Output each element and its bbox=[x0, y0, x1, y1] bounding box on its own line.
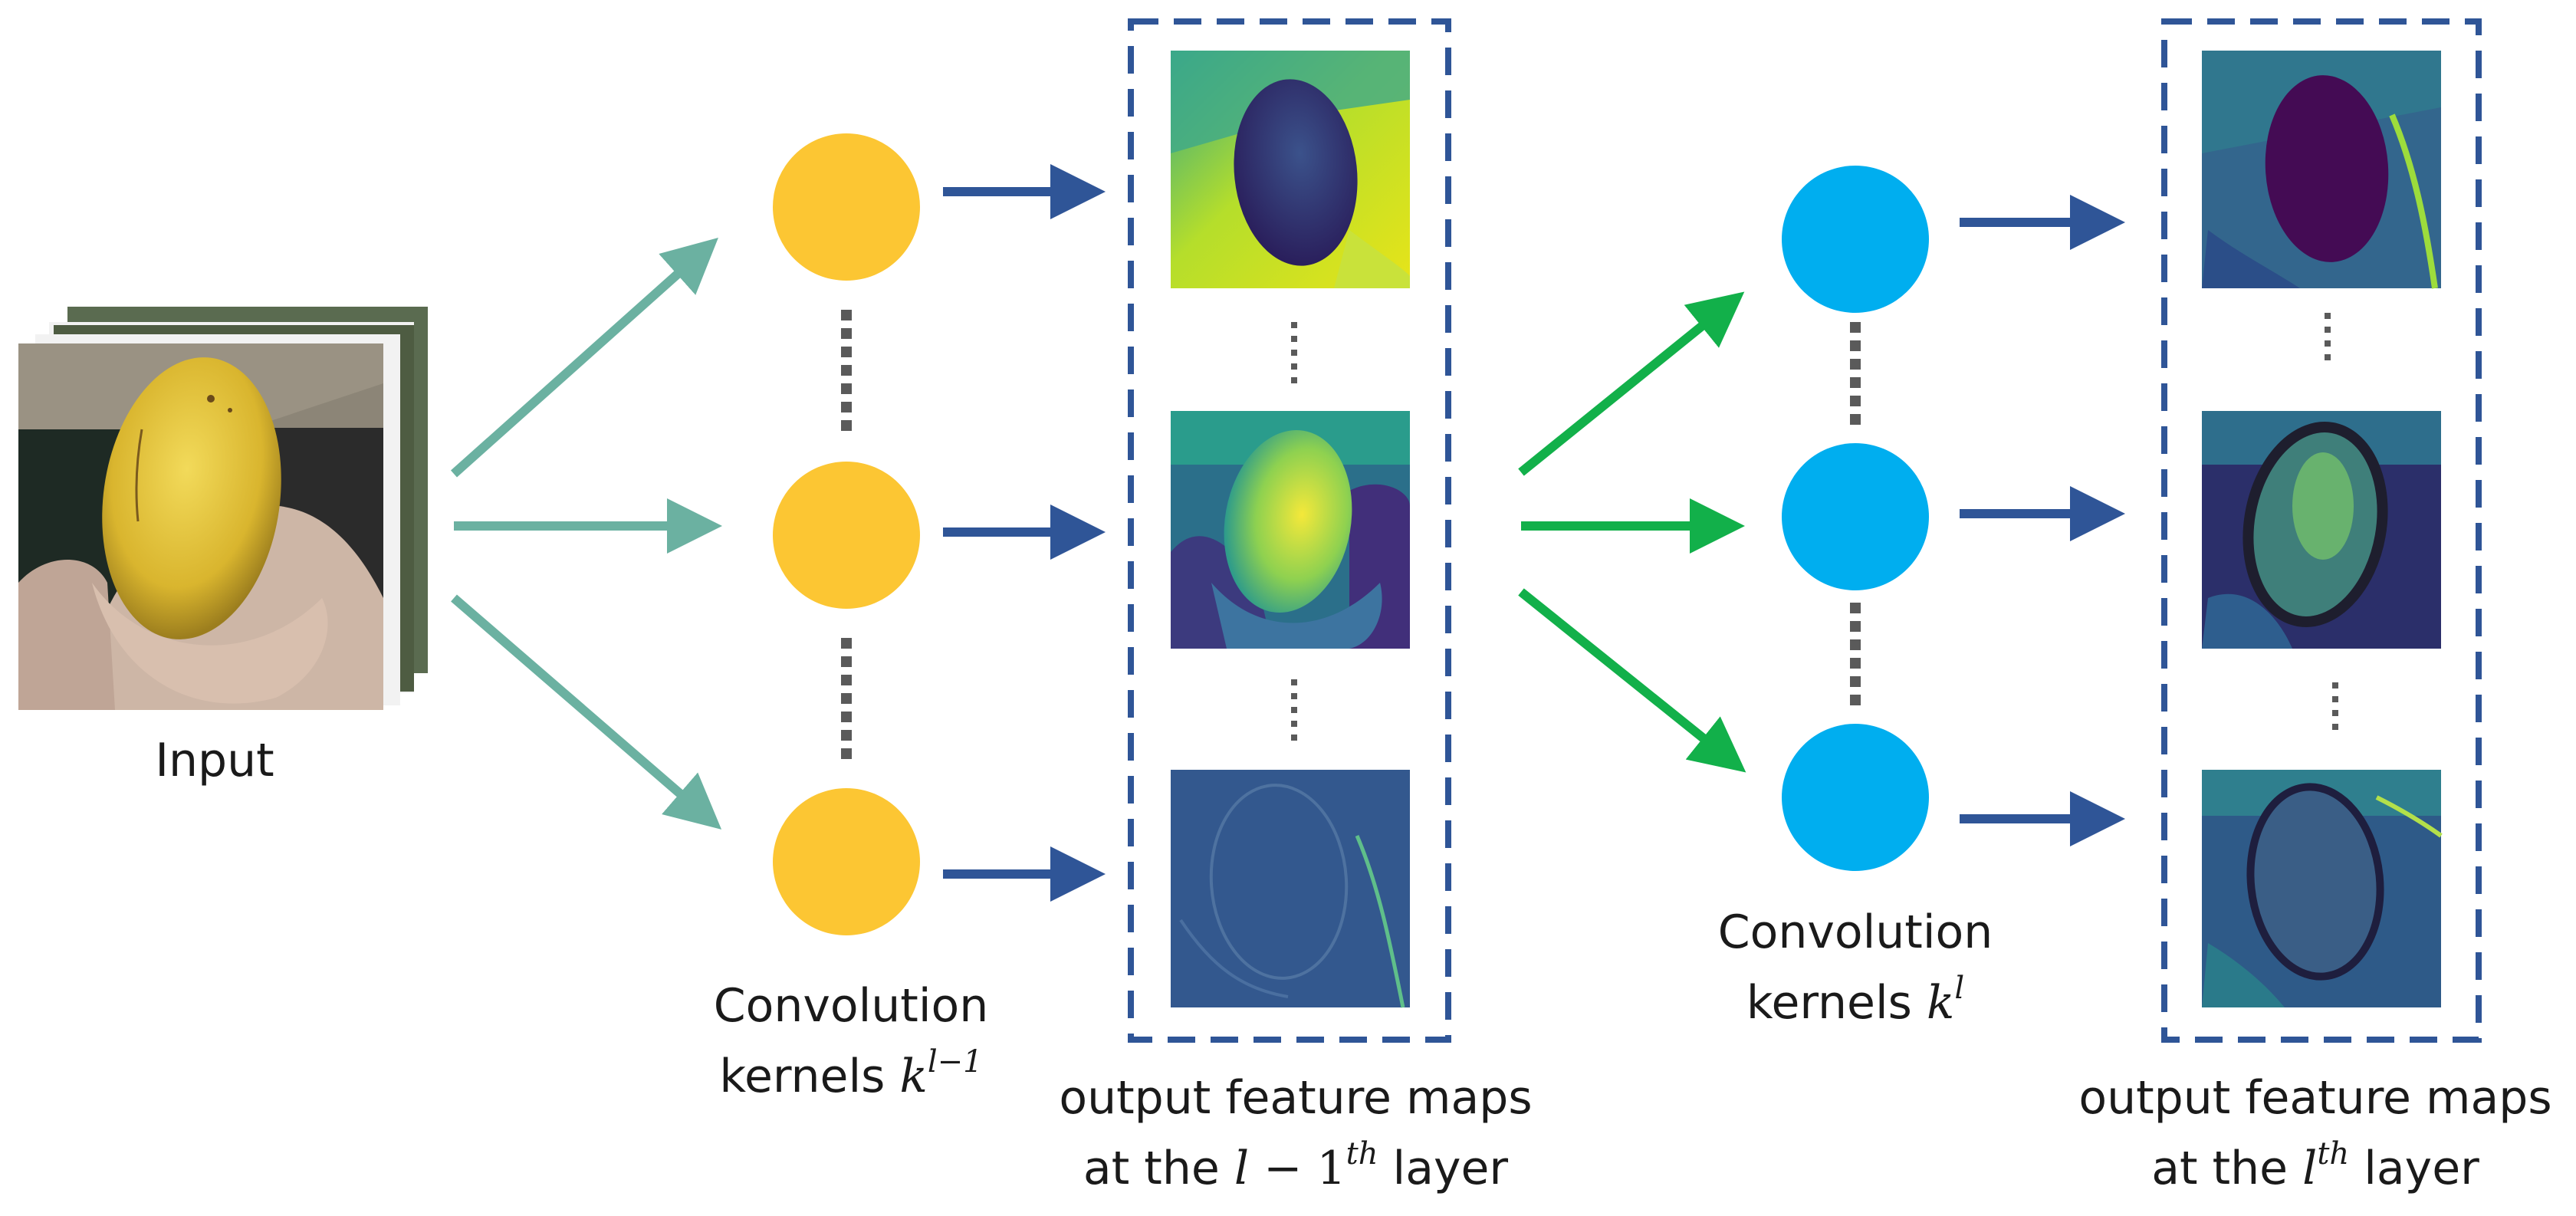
feature-maps-curr-superscript: th bbox=[2317, 1136, 2350, 1172]
kernels-prev-label-line2: kernels kl−1 bbox=[675, 1041, 1027, 1112]
kernels-curr-label: Convolution kernels kl bbox=[1679, 897, 2032, 1038]
feature-maps-prev-symbol: l − 1th bbox=[1234, 1139, 1378, 1195]
kernels-layer-prev bbox=[773, 133, 920, 935]
feature-map-curr-2 bbox=[2202, 411, 2441, 649]
kernel-node-curr-bottom bbox=[1782, 724, 1929, 871]
feature-maps-curr-symbol-l: l bbox=[2302, 1142, 2318, 1195]
kernels-curr-to-maps-arrows bbox=[1960, 195, 2125, 846]
kernels-curr-symbol: kl bbox=[1926, 973, 1964, 1030]
kernels-prev-label-line1: Convolution bbox=[713, 979, 989, 1033]
kernels-layer-curr bbox=[1782, 166, 1929, 871]
arrow-maps-to-kernel-bottom bbox=[1518, 588, 1746, 773]
feature-maps-curr-symbol: lth bbox=[2302, 1139, 2349, 1195]
feature-maps-prev-group bbox=[1128, 18, 1451, 1043]
kernel-node-prev-mid bbox=[773, 462, 920, 609]
feature-maps-prev-symbol-l: l bbox=[1234, 1142, 1250, 1195]
kernels-curr-symbol-k: k bbox=[1926, 976, 1955, 1030]
kernel-node-curr-mid bbox=[1782, 443, 1929, 590]
feature-maps-prev-label-line1: output feature maps bbox=[1059, 1071, 1533, 1125]
input-label: Input bbox=[155, 734, 274, 787]
feature-maps-prev-prefix: at the bbox=[1083, 1142, 1234, 1195]
kernels-curr-prefix: kernels bbox=[1746, 976, 1927, 1030]
arrow-input-to-kernel-top bbox=[451, 238, 718, 478]
arrow-input-to-kernel-bottom bbox=[451, 594, 722, 830]
feature-map-curr-3 bbox=[2202, 770, 2443, 1007]
feature-maps-curr-dashed-box bbox=[2161, 18, 2482, 1043]
input-photo bbox=[18, 343, 383, 710]
feature-maps-curr-prefix: at the bbox=[2151, 1142, 2303, 1195]
input-image-stack bbox=[18, 307, 428, 710]
feature-map-prev-2 bbox=[1171, 411, 1410, 649]
feature-maps-prev-suffix: layer bbox=[1378, 1142, 1509, 1195]
feature-maps-curr-label: output feature maps at the lth layer bbox=[2062, 1063, 2568, 1204]
arrow-maps-to-kernel-top bbox=[1518, 291, 1745, 476]
feature-maps-prev-symbol-op: − 1 bbox=[1249, 1142, 1346, 1195]
input-to-kernels-arrows bbox=[451, 238, 722, 830]
kernel-node-prev-bottom bbox=[773, 788, 920, 935]
kernels-prev-superscript: l−1 bbox=[927, 1044, 983, 1080]
kernels-curr-label-line1: Convolution bbox=[1717, 905, 1993, 959]
kernels-prev-symbol-k: k bbox=[899, 1050, 928, 1103]
kernel-node-prev-top bbox=[773, 133, 920, 281]
feature-maps-curr-label-line2: at the lth layer bbox=[2062, 1133, 2568, 1204]
feature-maps-prev-label: output feature maps at the l − 1th layer bbox=[1020, 1063, 1572, 1204]
feature-maps-prev-dashed-box bbox=[1128, 18, 1451, 1043]
kernels-curr-superscript: l bbox=[1954, 971, 1965, 1006]
feature-maps-prev-label-line2: at the l − 1th layer bbox=[1020, 1133, 1572, 1204]
kernels-prev-label: Convolution kernels kl−1 bbox=[675, 971, 1027, 1112]
maps-to-kernels-arrows bbox=[1518, 291, 1746, 773]
kernel-node-curr-top bbox=[1782, 166, 1929, 313]
kernels-prev-to-maps-arrows bbox=[943, 164, 1106, 902]
feature-maps-curr-label-line1: output feature maps bbox=[2078, 1071, 2552, 1125]
feature-maps-curr-suffix: layer bbox=[2349, 1142, 2479, 1195]
feature-map-curr-1 bbox=[2202, 51, 2441, 289]
feature-maps-curr-group bbox=[2161, 18, 2482, 1043]
kernels-prev-prefix: kernels bbox=[719, 1050, 900, 1103]
feature-map-prev-1 bbox=[1171, 51, 1410, 288]
feature-map-prev-3 bbox=[1171, 770, 1410, 1008]
feature-maps-prev-superscript: th bbox=[1346, 1136, 1378, 1172]
kernels-prev-symbol: kl−1 bbox=[899, 1047, 982, 1103]
kernels-curr-label-line2: kernels kl bbox=[1679, 968, 2032, 1038]
